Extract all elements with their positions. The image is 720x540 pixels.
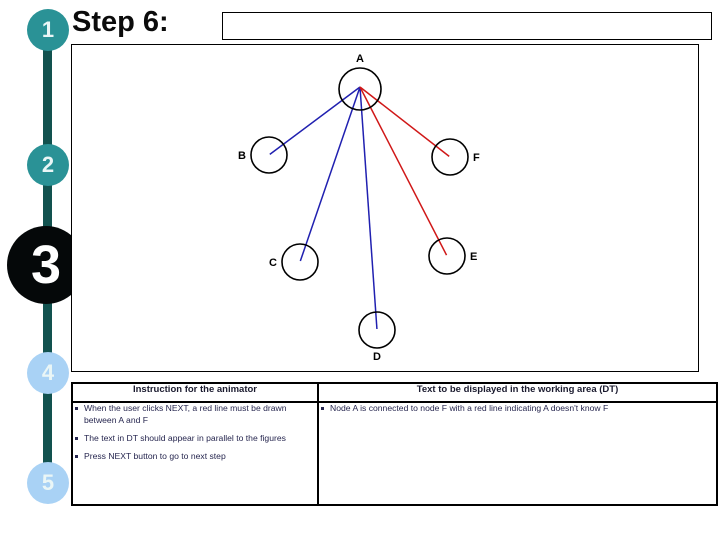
display-text-bullet: Node A is connected to node F with a red… xyxy=(319,403,716,414)
graph-node-b[interactable] xyxy=(250,136,288,174)
display-text-bullet-list: Node A is connected to node F with a red… xyxy=(319,403,716,414)
graph-edges-layer xyxy=(269,86,450,330)
instruction-bullet: Press NEXT button to go to next step xyxy=(73,451,317,462)
working-area: A B C D E F xyxy=(71,44,699,372)
stepper-step-2[interactable]: 2 xyxy=(27,144,69,186)
table-body-row: When the user clicks NEXT, a red line mu… xyxy=(71,401,718,506)
stepper-step-4[interactable]: 4 xyxy=(27,352,69,394)
graph-node-label-d: D xyxy=(373,351,381,363)
table-header-instruction: Instruction for the animator xyxy=(71,381,319,404)
instruction-bullet-list: When the user clicks NEXT, a red line mu… xyxy=(73,403,317,462)
title-row: Step 6: xyxy=(72,6,716,42)
graph-node-e[interactable] xyxy=(428,237,466,275)
page-title: Step 6: xyxy=(72,6,169,38)
graph-edge-a-e xyxy=(359,86,448,256)
graph-edge-a-d xyxy=(359,86,378,330)
instruction-table: Instruction for the animator Text to be … xyxy=(71,381,718,506)
graph-node-a[interactable] xyxy=(338,67,382,111)
graph-node-label-c: C xyxy=(269,257,277,269)
stepper-step-1[interactable]: 1 xyxy=(27,9,69,51)
table-header-row: Instruction for the animator Text to be … xyxy=(71,381,718,404)
graph-node-c[interactable] xyxy=(281,243,319,281)
stepper-connector-line xyxy=(43,292,52,364)
graph-diagram: A B C D E F xyxy=(238,53,480,363)
graph-node-label-a: A xyxy=(356,53,364,65)
graph-edge-a-c xyxy=(299,86,361,262)
graph-node-label-b: B xyxy=(238,150,246,162)
stepper-connector-line xyxy=(43,178,52,238)
stepper-connector-line xyxy=(43,40,52,158)
table-header-display-text: Text to be displayed in the working area… xyxy=(317,381,718,404)
instruction-bullet: The text in DT should appear in parallel… xyxy=(73,433,317,444)
instruction-bullet: When the user clicks NEXT, a red line mu… xyxy=(73,403,317,426)
graph-node-label-e: E xyxy=(470,251,477,263)
graph-edge-a-b xyxy=(269,86,361,156)
stepper-step-5[interactable]: 5 xyxy=(27,462,69,504)
graph-node-d[interactable] xyxy=(358,311,396,349)
title-text-box[interactable] xyxy=(222,12,712,40)
table-cell-display-text: Node A is connected to node F with a red… xyxy=(317,401,718,506)
graph-node-label-f: F xyxy=(473,152,480,164)
stepper-connector-line xyxy=(43,382,52,474)
table-cell-instructions: When the user clicks NEXT, a red line mu… xyxy=(71,401,319,506)
graph-edge-a-f xyxy=(359,86,450,157)
graph-node-f[interactable] xyxy=(431,138,469,176)
graph-nodes-layer: A B C D E F xyxy=(238,53,480,363)
